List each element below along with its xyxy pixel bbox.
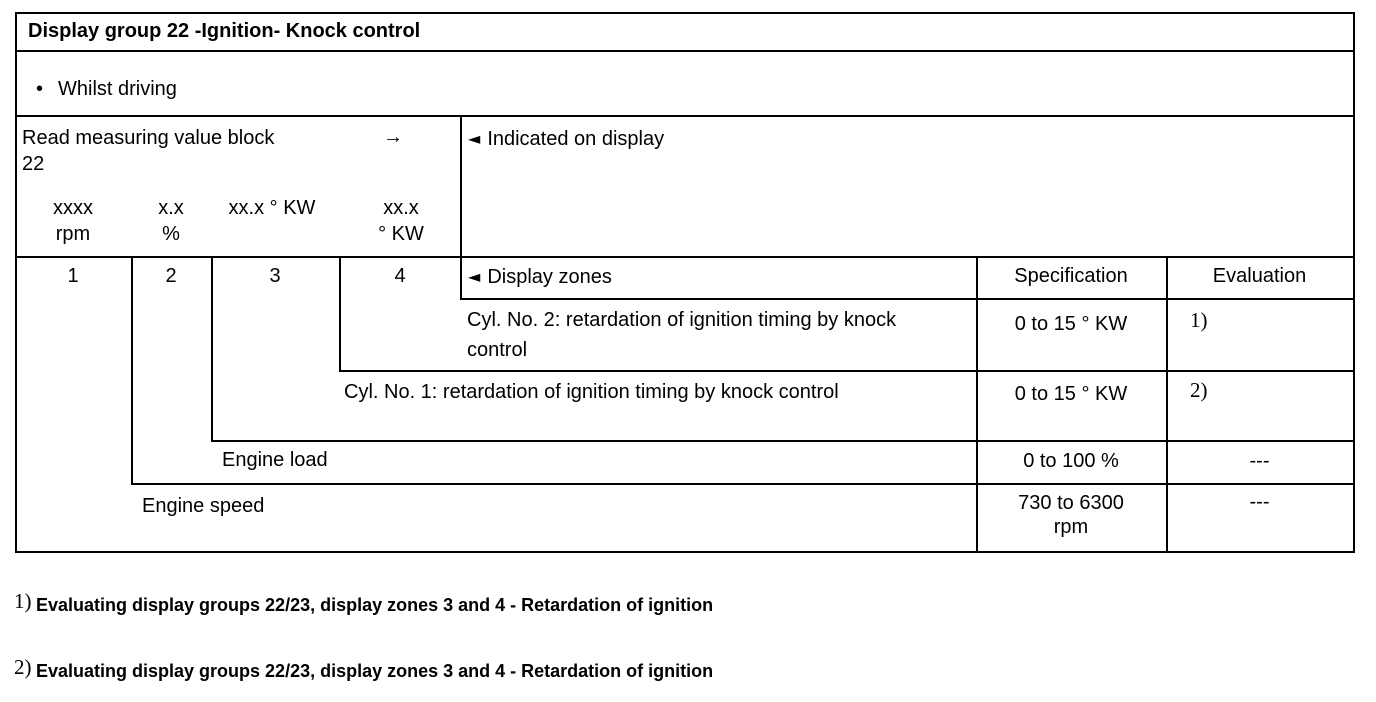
footnote-2-text: Evaluating display groups 22/23, display… [36, 661, 714, 681]
table-top-border [15, 12, 1355, 14]
row2-step-divider [211, 440, 1355, 442]
zone2-right-line [211, 256, 213, 442]
condition-row-divider [15, 115, 1355, 117]
col4-line1: xx.x [383, 197, 419, 219]
left-triangle-icon: ◄ [468, 267, 481, 286]
row3-step-divider [131, 483, 1355, 485]
footnote-1-marker: 1) [14, 589, 32, 613]
display-zones-label: Display zones [487, 266, 612, 288]
specification-header: Specification [1014, 265, 1128, 287]
zone-number-4: 4 [394, 265, 406, 287]
read-block-label-line1: Read measuring value block [22, 127, 275, 149]
condition-bullet-icon: • [36, 78, 44, 100]
title-row-divider [15, 50, 1355, 52]
row-label-cyl1: Cyl. No. 1: retardation of ignition timi… [344, 381, 839, 403]
row-spec-cyl1: 0 to 15 ° KW [1014, 383, 1128, 405]
table-bottom-border [15, 551, 1355, 553]
row1-step-divider [339, 370, 1355, 372]
zone4-right-line [460, 115, 462, 300]
col2-line1: x.x [158, 197, 184, 219]
zone3-right-line [339, 256, 341, 372]
specification-column-line [976, 256, 978, 553]
display-column-header-3: xx.x ° KW [203, 195, 341, 221]
display-column-header-2: x.x % [131, 195, 211, 247]
row-eval-cyl2: 1) [1190, 308, 1208, 332]
zone-number-1: 1 [67, 265, 79, 287]
right-arrow-icon: → [383, 126, 403, 148]
condition-text: Whilst driving [58, 78, 177, 100]
zone-number-2: 2 [165, 265, 177, 287]
row-label-engine-load: Engine load [222, 449, 328, 471]
row-label-cyl2: Cyl. No. 2: retardation of ignition timi… [467, 309, 897, 361]
row-spec-engine-speed: 730 to 6300 rpm [1018, 492, 1124, 538]
read-block-label: Read measuring value block 22 [22, 125, 274, 177]
col2-line2: % [162, 223, 180, 245]
left-triangle-icon: ◄ [468, 129, 481, 148]
footnote-1-text: Evaluating display groups 22/23, display… [36, 595, 714, 615]
zones-header-divider [460, 298, 1355, 300]
display-zones-header: ◄ Display zones [468, 265, 612, 289]
row-eval-engine-speed: --- [1249, 491, 1270, 513]
table-right-border [1353, 12, 1355, 553]
block-row-divider [15, 256, 1355, 258]
display-column-header-4: xx.x ° KW [341, 195, 461, 247]
row-eval-engine-load: --- [1249, 450, 1270, 472]
read-block-label-line2: 22 [22, 153, 45, 175]
display-column-header-1: xxxx rpm [15, 195, 131, 247]
row-spec-cyl2: 0 to 15 ° KW [1014, 313, 1128, 335]
col1-line1: xxxx [53, 197, 93, 219]
col1-line2: rpm [55, 223, 91, 245]
zone1-right-line [131, 256, 133, 485]
page-title: Display group 22 -Ignition- Knock contro… [28, 20, 421, 42]
row-spec-engine-load: 0 to 100 % [1023, 450, 1119, 472]
col4-line2: ° KW [378, 223, 424, 245]
indicated-on-display-label: Indicated on display [487, 128, 665, 150]
footnote-2-marker: 2) [14, 655, 32, 679]
col3-line1: xx.x ° KW [228, 197, 316, 219]
row-eval-cyl1: 2) [1190, 378, 1208, 402]
indicated-on-display: ◄ Indicated on display [468, 127, 664, 151]
row-label-engine-speed: Engine speed [142, 495, 265, 517]
table-left-border [15, 12, 17, 553]
evaluation-header: Evaluation [1212, 265, 1307, 287]
zone-number-3: 3 [269, 265, 281, 287]
evaluation-column-line [1166, 256, 1168, 553]
